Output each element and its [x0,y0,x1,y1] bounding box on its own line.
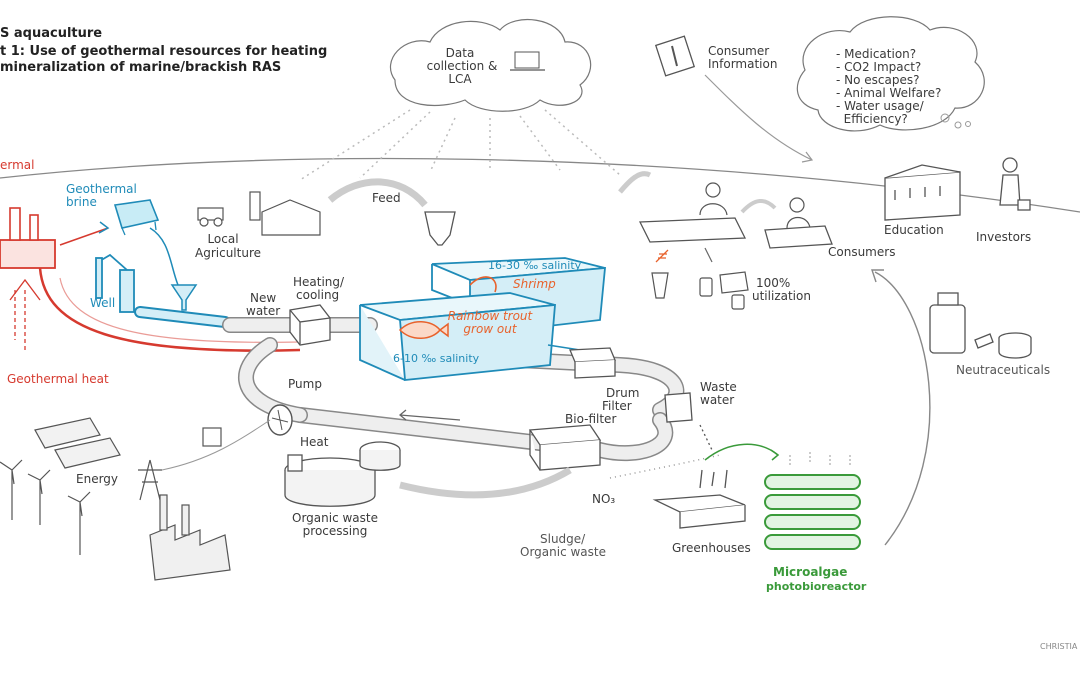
label-data-1: Data [445,46,475,60]
geothermal-plant [0,207,56,350]
sludge-arrow [399,466,572,499]
label-neutraceuticals: Neutraceuticals [956,363,1051,377]
label-drum-1: Drum [606,386,640,400]
byproducts-icons [651,271,749,310]
label-well: Well [90,296,116,310]
data-cloud [389,18,592,112]
well-pump-icon [95,253,135,313]
wind-turbines [0,459,91,555]
question-item: - CO2 Impact? [836,60,922,74]
label-heating-2: cooling [296,288,340,302]
fish-skeleton-icon [655,249,669,263]
factory-icon [149,494,231,581]
label-sludge-1: Sludge/ [540,532,586,546]
label-new-water-1: New [250,291,277,305]
label-heat: Heat [300,435,329,449]
power-pylon [138,459,162,501]
biofilter-icon [528,424,602,471]
fish-icon [398,321,449,339]
label-trout-2: grow out [463,322,517,336]
label-heating-1: Heating/ [293,275,345,289]
greenhouse-icon [652,469,746,529]
label-utilization-1: 100% [756,276,791,290]
label-sludge-2: Organic waste [520,545,606,559]
feed-hopper [424,211,456,246]
heat-exchanger [289,304,331,346]
control-box [202,427,222,447]
question-item: - Medication? [836,47,917,61]
header-line-1: S aquaculture [0,26,103,41]
label-consumer-info-2: Information [708,57,778,71]
waste-water-icon [664,392,713,451]
label-trout-salinity: 6-10 ‰ salinity [393,352,480,365]
question-item: - Water usage/ [836,99,924,113]
neutraceuticals-icons [929,292,1032,359]
photobioreactor-icon [764,474,861,550]
organic-waste-tanks [284,441,401,507]
label-organic-2: processing [302,524,368,538]
label-data-3: LCA [448,72,472,86]
label-consumer-info-1: Consumer [708,44,770,58]
label-shrimp-salinity: 16-30 ‰ salinity [488,259,582,272]
label-utilization-2: utilization [752,289,811,303]
algae-arrow [704,443,779,461]
consumer-person-icon [789,197,805,213]
questions-cloud [796,16,985,132]
drum-filter-icon [569,347,616,379]
light-rays [789,452,851,465]
label-waste-2: water [700,393,735,407]
label-no3: NO₃ [592,492,616,506]
consumer-info-arrow [704,74,813,161]
label-data-2: collection & [426,59,498,73]
algae-to-market-arrow [874,271,931,546]
header-line-2: t 1: Use of geothermal resources for hea… [0,44,328,59]
label-local-agri-2: Agriculture [195,246,261,260]
label-new-water-2: water [246,304,281,318]
laptop-icon [514,51,540,69]
data-dotted-lines [299,109,621,181]
label-organic-1: Organic waste [292,511,378,525]
label-consumers: Consumers [828,245,896,259]
label-geothermal-top: ermal [0,158,35,172]
conveyor-belt [638,217,747,243]
label-trout-1: Rainbow trout [447,309,533,323]
solar-panels [34,417,121,469]
brine-arrow [59,227,109,246]
label-investors: Investors [976,230,1032,244]
label-local-agri-1: Local [207,232,239,246]
label-education: Education [884,223,944,237]
funnel-icon [170,284,198,311]
label-geothermal-heat: Geothermal heat [7,372,109,386]
label-biofilter: Bio-filter [565,412,617,426]
label-shrimp: Shrimp [513,277,556,291]
question-item: - Animal Welfare? [836,86,942,100]
label-micro-1: Microalgae [773,565,848,579]
label-feed: Feed [372,191,401,205]
header-line-3: mineralization of marine/brackish RAS [0,60,282,75]
brine-tank-icon [113,199,160,236]
question-item: Efficiency? [836,112,908,126]
label-waste-1: Waste [700,380,737,394]
education-building-icon [884,164,961,221]
label-pump: Pump [288,377,322,391]
question-item: - No escapes? [836,73,920,87]
label-geothermal-brine-2: brine [66,195,97,209]
feed-arrow [327,178,428,208]
label-energy: Energy [76,472,119,486]
label-micro-2: photobioreactor [766,580,867,593]
investor-icon [999,157,1031,211]
dining-table [764,225,833,249]
label-greenhouses: Greenhouses [672,541,751,555]
label-geothermal-brine-1: Geothermal [66,182,137,196]
tank-trout [359,292,556,381]
signature: CHRISTIA [1040,642,1078,651]
geothermal-heat-pipe [38,267,301,352]
power-lines [161,419,271,471]
agriculture-icons [197,191,321,236]
label-drum-2: Filter [602,399,632,413]
worker-icon [705,182,721,198]
shrimp-icon [469,276,497,293]
